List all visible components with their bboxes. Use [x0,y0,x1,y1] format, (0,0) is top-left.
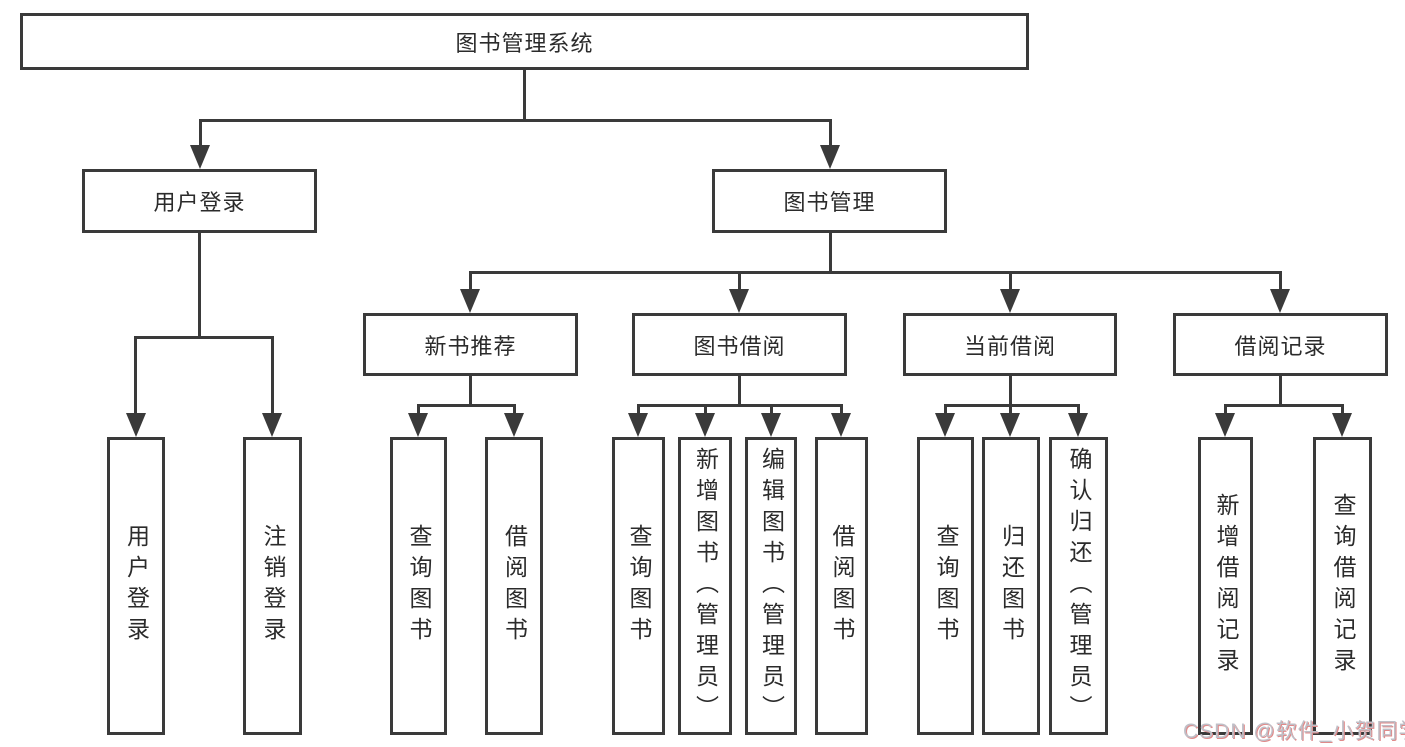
node-borrow-edit-books-admin: 编辑图书（管理员） [745,437,797,735]
node-logout-action: 注销登录 [243,437,302,735]
node-user-login-action: 用户登录 [107,437,165,735]
node-new-book-recommend: 新书推荐 [363,313,578,376]
connector-root-split [199,119,832,122]
connector-current-c2 [1009,404,1012,416]
arrowhead-to-login-icon [190,145,210,169]
arrowhead-record-c1-icon [1215,413,1235,437]
connector-root-stem [523,70,526,122]
arrowhead-borrow-c3-icon [761,413,781,437]
connector-recommend-split [417,404,516,407]
connector-borrow-c2 [704,404,707,416]
node-current-query-books: 查询图书 [917,437,974,735]
node-record-add-borrow-record: 新增借阅记录 [1198,437,1253,735]
arrowhead-login-child2-icon [262,413,282,437]
arrowhead-to-current-icon [1000,289,1020,313]
node-book-borrow: 图书借阅 [632,313,847,376]
arrowhead-to-record-icon [1270,289,1290,313]
node-recommend-borrow-books: 借阅图书 [485,437,543,735]
arrowhead-borrow-c4-icon [831,413,851,437]
connector-current-c3 [1077,404,1080,416]
connector-borrow-c3 [770,404,773,416]
arrowhead-to-recommend-icon [460,289,480,313]
node-user-login: 用户登录 [82,169,317,233]
connector-root-to-login [199,119,202,147]
connector-recommend-c1 [417,404,420,416]
connector-login-stem [198,233,201,339]
connector-mgmt-to-record [1279,271,1282,291]
connector-borrow-c1 [637,404,640,416]
node-library-system-root: 图书管理系统 [20,13,1029,70]
connector-mgmt-to-current [1009,271,1012,291]
connector-recommend-stem [469,376,472,407]
node-recommend-query-books: 查询图书 [390,437,447,735]
csdn-watermark: CSDN @软件_小贺同学 [1183,720,1405,743]
arrowhead-borrow-c2-icon [695,413,715,437]
arrowhead-borrow-c1-icon [628,413,648,437]
connector-login-child1 [134,336,137,415]
connector-login-split [134,336,274,339]
node-current-borrow: 当前借阅 [903,313,1117,376]
arrowhead-to-management-icon [820,145,840,169]
arrowhead-current-c1-icon [935,413,955,437]
arrowhead-current-c2-icon [1000,413,1020,437]
connector-mgmt-to-borrow [738,271,741,291]
arrowhead-current-c3-icon [1068,413,1088,437]
connector-login-child2 [271,336,274,415]
node-borrow-borrow-books: 借阅图书 [815,437,868,735]
connector-record-split [1224,404,1344,407]
connector-borrow-stem [738,376,741,407]
arrowhead-login-child1-icon [126,413,146,437]
connector-management-split [469,271,1282,274]
node-current-confirm-return-admin: 确认归还（管理员） [1049,437,1108,735]
connector-record-stem [1279,376,1282,407]
connector-borrow-c4 [840,404,843,416]
node-current-return-books: 归还图书 [982,437,1040,735]
connector-current-c1 [944,404,947,416]
connector-record-c1 [1224,404,1227,416]
connector-root-to-management [829,119,832,147]
node-book-management: 图书管理 [712,169,947,233]
connector-current-split [944,404,1080,407]
node-borrow-query-books: 查询图书 [612,437,665,735]
connector-record-c2 [1341,404,1344,416]
node-record-query-borrow-record: 查询借阅记录 [1313,437,1372,735]
connector-management-stem [829,233,832,274]
node-borrow-add-books-admin: 新增图书（管理员） [678,437,732,735]
arrowhead-to-borrow-icon [729,289,749,313]
node-borrow-record: 借阅记录 [1173,313,1388,376]
arrowhead-recommend-c2-icon [504,413,524,437]
arrowhead-record-c2-icon [1332,413,1352,437]
connector-borrow-split [637,404,843,407]
connector-current-stem [1009,376,1012,407]
connector-mgmt-to-recommend [469,271,472,291]
arrowhead-recommend-c1-icon [408,413,428,437]
connector-recommend-c2 [513,404,516,416]
